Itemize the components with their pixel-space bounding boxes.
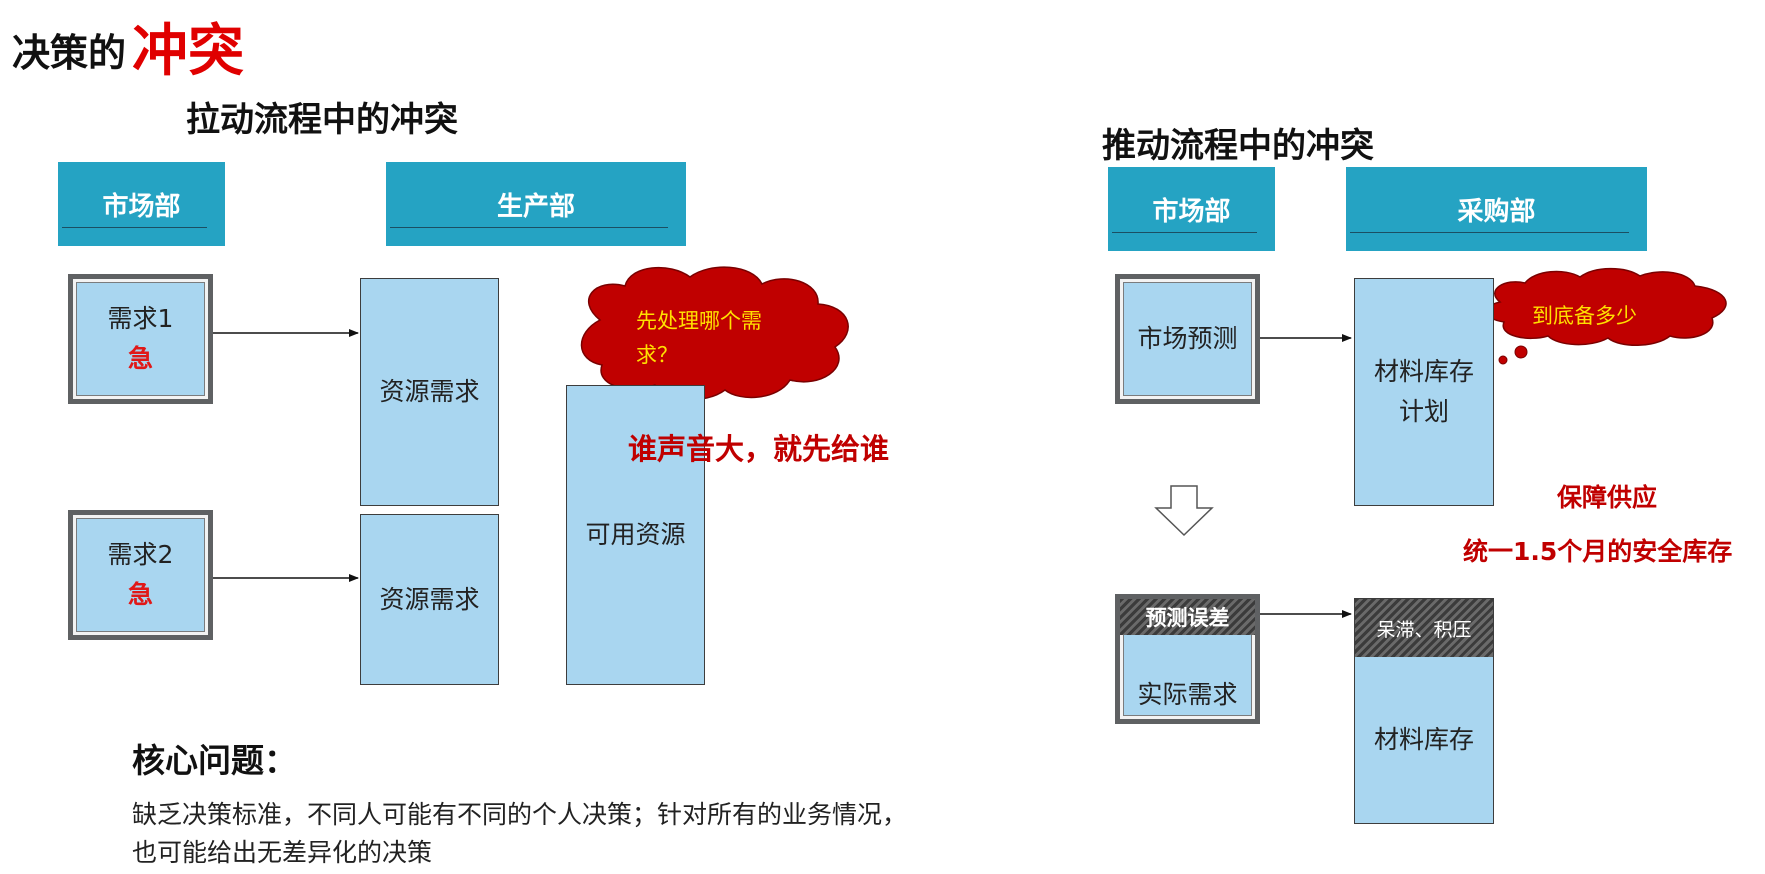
resource-demand1-box: 资源需求	[360, 278, 499, 506]
demand1-urgent-tag: 急	[127, 344, 153, 373]
demand2-box: 需求2 急	[68, 510, 213, 640]
available-resource-box: 可用资源	[566, 385, 705, 685]
pull-bubble-text: 先处理哪个需求？	[636, 309, 762, 367]
material-stock-label: 材料库存	[1373, 725, 1474, 754]
demand1-label: 需求1	[107, 304, 174, 333]
forecast-error-label: 预测误差	[1120, 599, 1255, 635]
pull-section-title: 拉动流程中的冲突	[186, 100, 458, 140]
push-section-title: 推动流程中的冲突	[1102, 126, 1374, 166]
core-question-body: 缺乏决策标准，不同人可能有不同的个人决策；针对所有的业务情况，也可能给出无差异化…	[132, 800, 908, 867]
demand2-urgent-tag: 急	[127, 580, 153, 609]
core-question-heading: 核心问题：	[132, 741, 297, 780]
down-arrow-icon	[1154, 485, 1214, 537]
who-loud-note: 谁声音大，就先给谁	[628, 432, 890, 466]
demand1-box: 需求1 急	[68, 274, 213, 404]
stagnant-label: 呆滞、积压	[1355, 599, 1493, 657]
demand2-label: 需求2	[107, 540, 174, 569]
actual-demand-label: 实际需求	[1137, 680, 1238, 709]
forecast-label: 市场预测	[1137, 324, 1238, 353]
push-dept-purchase: 采购部	[1346, 167, 1647, 251]
forecast-box: 市场预测	[1115, 274, 1260, 404]
thought-bubble-right	[1484, 267, 1727, 369]
guarantee-note: 保障供应	[1557, 483, 1658, 512]
resource-demand1-label: 资源需求	[379, 377, 480, 406]
push-dept-market: 市场部	[1108, 167, 1275, 251]
pull-dept-production: 生产部	[386, 162, 686, 246]
pull-dept-market: 市场部	[58, 162, 225, 246]
material-plan-box: 材料库存计划	[1354, 278, 1494, 506]
resource-demand2-box: 资源需求	[360, 514, 499, 685]
push-bubble-text: 到底备多少	[1532, 304, 1637, 328]
material-plan-label: 材料库存计划	[1373, 357, 1474, 426]
page-title-highlight: 冲突	[132, 19, 244, 84]
resource-demand2-label: 资源需求	[379, 584, 480, 614]
page-title-prefix: 决策的	[12, 31, 127, 75]
safety-stock-note: 统一1.5个月的安全库存	[1463, 537, 1733, 566]
available-resource-label: 可用资源	[585, 520, 686, 549]
